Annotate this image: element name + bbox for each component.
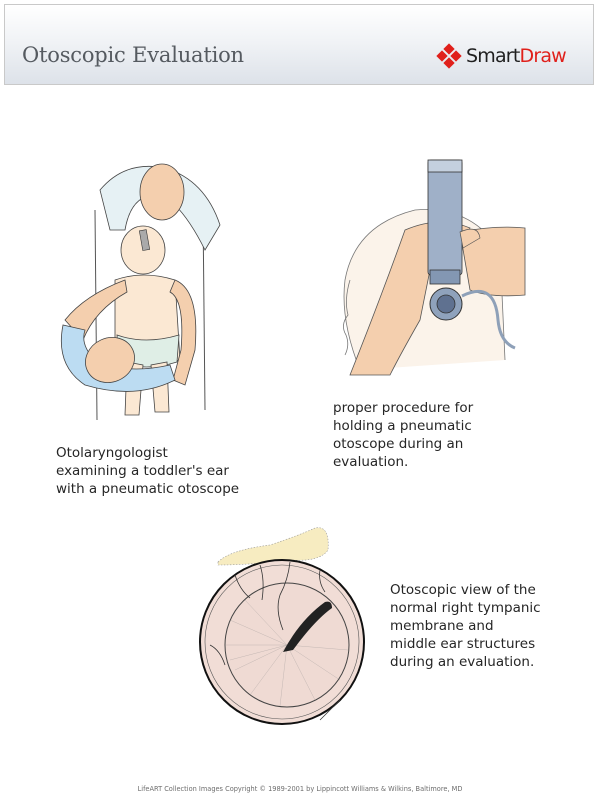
smartdraw-logo: SmartDraw xyxy=(436,43,567,69)
logo-wordmark: SmartDraw xyxy=(466,45,567,67)
otoscope-holding-illustration xyxy=(343,159,526,376)
caption-tympanic-view: Otoscopic view of the normal right tympa… xyxy=(390,582,541,670)
logo-text-draw: Draw xyxy=(519,45,566,67)
smartdraw-diamond-icon xyxy=(436,43,462,69)
logo-text-smart: Smart xyxy=(466,45,520,67)
tympanic-membrane-illustration xyxy=(199,527,365,725)
page-title: Otoscopic Evaluation xyxy=(22,43,244,67)
copyright-footer: LifeART Collection Images Copyright © 19… xyxy=(137,785,463,793)
toddler-ear-exam-illustration xyxy=(60,163,221,421)
caption-toddler-exam: Otolaryngologist examining a toddler's e… xyxy=(56,445,240,497)
page-header: Otoscopic Evaluation SmartDraw xyxy=(4,4,594,85)
caption-otoscope-holding: proper procedure for holding a pneumatic… xyxy=(333,400,474,470)
